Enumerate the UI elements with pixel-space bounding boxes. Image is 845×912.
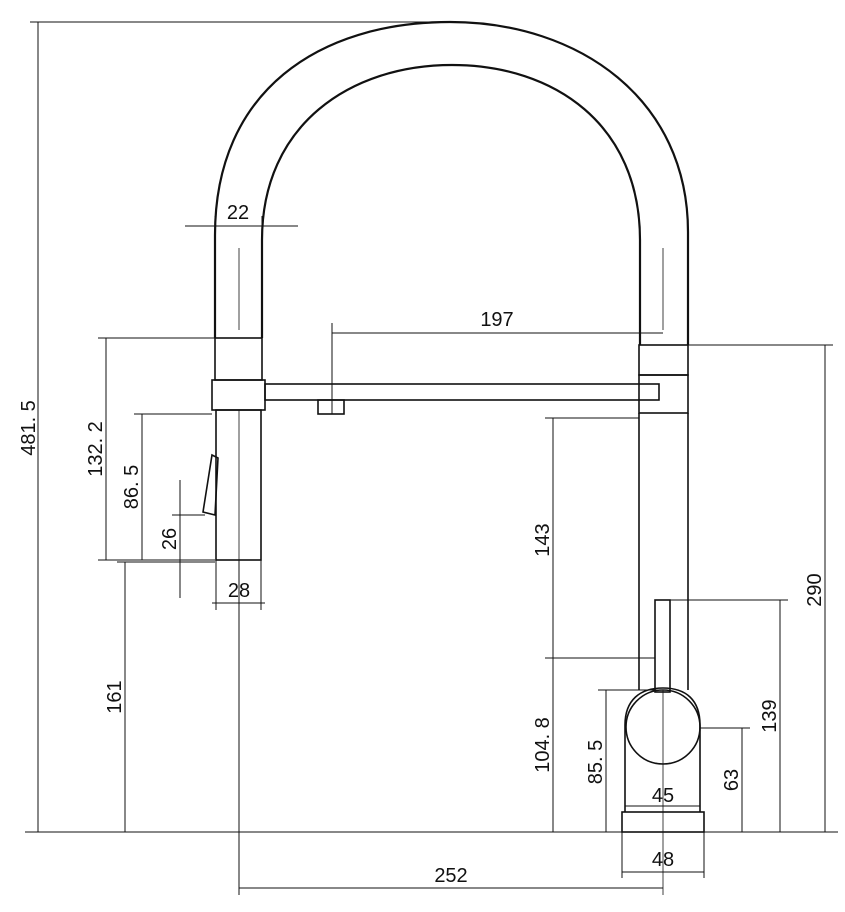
dim-sprayhead-length: 86. 5	[121, 413, 212, 560]
dim-spout-diameter: 22	[185, 202, 298, 236]
dim-sprayhead-mount: 132. 2	[85, 337, 215, 561]
dim-reach-label: 197	[480, 309, 513, 331]
column-sleeve	[638, 374, 689, 414]
dim-lever-top-label: 139	[759, 699, 781, 732]
dim-handle-center-label: 104. 8	[532, 717, 554, 773]
dim-center-distance-label: 252	[434, 865, 467, 887]
dim-spout-diameter-label: 22	[227, 202, 249, 224]
dim-center-distance: 252	[238, 560, 663, 895]
faucet-body	[624, 687, 701, 812]
gooseneck-inner	[260, 63, 642, 345]
dim-nozzle-length-label: 26	[159, 528, 181, 550]
dim-base-width-label: 48	[652, 849, 674, 871]
dim-knob-height-label: 63	[721, 769, 743, 791]
sprayhead-body	[215, 409, 262, 561]
dim-spray-height-label: 161	[104, 680, 126, 713]
dim-body-width: 45	[625, 785, 700, 807]
dim-sprayhead-length-label: 86. 5	[121, 465, 143, 509]
dim-handle-center: 104. 8	[532, 658, 554, 832]
dim-base-width: 48	[621, 832, 705, 878]
dim-lever-top: 139	[670, 599, 788, 832]
holder-arm	[264, 383, 660, 401]
dim-knob-height: 63	[700, 727, 750, 832]
dim-column-height: 290	[688, 344, 833, 832]
dim-body-width-label: 45	[652, 785, 674, 807]
dim-nozzle-length: 26	[159, 480, 205, 598]
spray-trigger	[202, 453, 219, 517]
dim-spray-height: 161	[104, 561, 215, 832]
sprayhead-ring	[211, 379, 266, 411]
dim-sprayhead-mount-label: 132. 2	[85, 421, 107, 477]
dim-spout-drop: 143	[532, 417, 655, 659]
dim-reach: 197	[331, 309, 663, 414]
dim-body-height: 85. 5	[585, 689, 663, 832]
dim-spout-drop-label: 143	[532, 523, 554, 556]
faucet-outline	[202, 20, 705, 895]
gooseneck-outer	[213, 20, 690, 345]
dim-overall-height: 481. 5	[18, 21, 450, 832]
dim-column-height-label: 290	[804, 573, 826, 606]
dim-overall-height-label: 481. 5	[18, 400, 40, 456]
holder-clip	[317, 399, 345, 415]
column-collar	[638, 344, 689, 376]
lever-handle	[654, 599, 671, 693]
sprayhead-collar	[214, 337, 263, 381]
dim-body-height-label: 85. 5	[585, 740, 607, 784]
